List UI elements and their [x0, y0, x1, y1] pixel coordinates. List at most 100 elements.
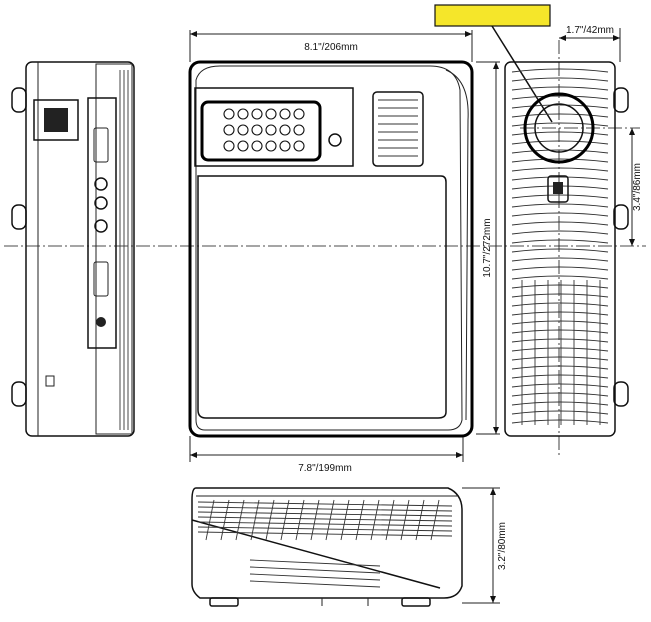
front-grille-slat [511, 329, 609, 334]
front-grille-slat [511, 392, 609, 397]
height-label: 10.7"/272mm [482, 218, 493, 277]
security-lock-slot [45, 375, 55, 387]
front-grille-slat [511, 239, 609, 244]
rear-foot-mid [11, 204, 27, 230]
side-grille-slat [197, 506, 453, 512]
top-view [188, 60, 474, 438]
keypad-button [251, 108, 263, 120]
front-body-outline [504, 61, 616, 437]
front-grille-slat [511, 194, 609, 199]
vga-port-in [93, 127, 109, 163]
side-grille-slat [197, 516, 453, 522]
side-grille-rib [355, 499, 365, 541]
control-panel-frame [194, 87, 354, 167]
rear-side-grille [119, 70, 129, 430]
rear-grille-panel [95, 63, 133, 435]
lens-callout [434, 4, 553, 123]
keypad-button [279, 140, 291, 152]
front-grille-slat [511, 230, 609, 235]
side-grille-rib [400, 499, 410, 541]
front-foot-mid [613, 204, 629, 230]
rear-body-outline [25, 61, 135, 437]
keypad-button [279, 124, 291, 136]
side-grille-rib [415, 499, 425, 541]
keypad-button [223, 124, 235, 136]
side-grille-slat [197, 501, 453, 507]
front-grille-slat [511, 158, 609, 163]
power-socket-inlet [44, 108, 68, 132]
front-grille-slat [511, 176, 609, 181]
height-dimension: 10.7"/272mm [476, 61, 500, 435]
zoom-focus-ring [372, 91, 424, 167]
front-foot-top [613, 87, 629, 113]
side-grille-slat [197, 511, 453, 517]
keypad-button [251, 140, 263, 152]
lens-vertical-dimension: 3.4"/86mm [629, 128, 643, 246]
top-width-dimension: 8.1"/206mm [189, 30, 473, 62]
power-button-icon [328, 133, 342, 147]
keypad-button [279, 108, 291, 120]
keypad-button [237, 140, 249, 152]
top-width-label: 8.1"/206mm [304, 42, 358, 53]
front-grille-slat [511, 77, 609, 82]
front-grille-slat [511, 347, 609, 352]
zoom-ring-ridges [378, 99, 418, 157]
front-grille-slat [511, 203, 609, 208]
svideo-port [94, 177, 108, 191]
side-grille-rib [235, 499, 245, 541]
side-grille-rib [370, 499, 380, 541]
side-body-outline [191, 487, 463, 599]
front-grille-slat [511, 302, 609, 307]
front-grille-slat [511, 401, 609, 406]
front-grille-slat [511, 275, 609, 280]
ir-receiver [547, 175, 569, 203]
keypad-buttons [223, 108, 305, 152]
side-lower-slat [249, 580, 381, 588]
side-view [191, 487, 463, 607]
side-foot-left [209, 597, 239, 607]
side-grille-rib [385, 499, 395, 541]
dc-port [96, 317, 106, 327]
callout-leader-line [491, 25, 553, 123]
side-grille [197, 499, 453, 588]
bottom-width-label: 7.8"/199mm [298, 463, 352, 474]
lens-outer-ring [523, 92, 595, 164]
side-lower-slat [249, 559, 381, 567]
keypad-button [251, 124, 263, 136]
keypad-button [265, 124, 277, 136]
top-lid-panel [197, 175, 447, 419]
side-grille-slat [197, 521, 453, 527]
keypad-button [293, 108, 305, 120]
front-grille-slat [511, 284, 609, 289]
rear-view [11, 61, 135, 437]
side-grille-rib [325, 499, 335, 541]
side-grille-slat [197, 531, 453, 537]
front-grille-lines [511, 68, 609, 425]
front-grille-slat [511, 68, 609, 73]
side-grille-rib [250, 499, 260, 541]
side-height-label: 3.2"/80mm [497, 522, 508, 570]
lens-offset-label: 1.7"/42mm [566, 25, 614, 36]
rear-foot-top [11, 87, 27, 113]
front-grille-slat [511, 131, 609, 136]
lens-vertical-label: 3.4"/86mm [632, 163, 643, 211]
bottom-width-dimension: 7.8"/199mm [189, 436, 464, 474]
vga-port-out [93, 261, 109, 297]
front-grille-slat [511, 140, 609, 145]
front-grille-slat [511, 419, 609, 424]
keypad-button [223, 108, 235, 120]
keypad-button [237, 124, 249, 136]
front-grille-slat [511, 374, 609, 379]
front-grille-slat [511, 293, 609, 298]
keypad-button [223, 140, 235, 152]
keypad-button [265, 108, 277, 120]
front-grille-slat [511, 338, 609, 343]
front-foot-bottom [613, 381, 629, 407]
rear-foot-bottom [11, 381, 27, 407]
side-grille-slat [197, 526, 453, 532]
keypad-button [237, 108, 249, 120]
front-grille-slat [511, 86, 609, 91]
lens-offset-dimension: 1.7"/42mm [559, 25, 621, 62]
